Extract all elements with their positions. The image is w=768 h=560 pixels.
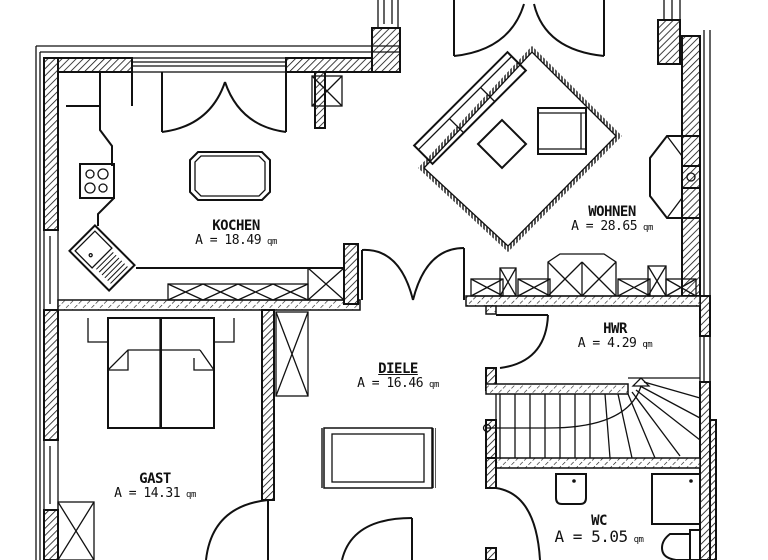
wall-wc-top — [485, 457, 701, 469]
room-name: WOHNEN — [588, 204, 636, 220]
wc-fixtures — [555, 473, 701, 560]
wall-right-lower — [699, 381, 711, 560]
kitchen-furniture — [66, 72, 345, 301]
cooktop-icon — [79, 163, 115, 199]
kitchen-cabinets — [167, 267, 345, 301]
wall-gast-right — [261, 309, 275, 501]
exterior-walls — [35, 0, 717, 560]
window-kitchen-top — [131, 57, 287, 73]
door-gast — [205, 499, 269, 560]
coffee-table-icon — [476, 118, 528, 170]
living-sideboard — [470, 253, 697, 297]
door-kitchen-terrace — [161, 72, 287, 133]
room-name: GAST — [139, 471, 171, 487]
wall-wc-left — [485, 457, 497, 489]
fireplace-icon — [649, 135, 701, 219]
doors — [161, 0, 605, 560]
door-wc — [495, 487, 541, 560]
room-name: KOCHEN — [212, 218, 260, 234]
wall-kitchen-door-jamb — [343, 243, 359, 305]
wall-right-top-corner — [657, 19, 681, 65]
toilet-icon — [660, 529, 701, 560]
hall-furniture — [320, 427, 436, 489]
staircase-icon — [482, 377, 701, 459]
wall-top-mid — [285, 57, 373, 73]
room-name: HWR — [603, 321, 627, 337]
wall-top-corner — [371, 27, 401, 73]
sink-icon — [68, 224, 136, 292]
shower-icon — [651, 473, 701, 525]
living-room-furniture — [412, 46, 701, 297]
armchair-icon — [537, 107, 587, 155]
guest-room-furniture — [57, 311, 309, 560]
wall-kitchen-bottom — [57, 299, 361, 311]
door-hwr — [496, 314, 549, 369]
wall-left-lower — [43, 509, 59, 560]
washbasin-icon — [555, 473, 587, 505]
room-name: WC — [591, 513, 607, 529]
door-wohnen-terrace — [453, 0, 605, 57]
wall-wohnen-bottom — [465, 295, 701, 307]
wall-left-upper — [43, 57, 59, 231]
interior-walls — [57, 71, 701, 560]
double-bed-icon — [87, 317, 235, 429]
window-gast-left — [43, 439, 59, 511]
door-entrance — [341, 517, 413, 560]
window-kitchen-left — [43, 229, 59, 311]
kitchen-table-icon — [189, 151, 271, 201]
kitchen-counter-upper — [66, 72, 101, 107]
room-name: DIELE — [378, 361, 418, 377]
wardrobe-icon — [275, 311, 309, 397]
window-hwr — [699, 335, 711, 383]
kitchen-tall-cabinet — [311, 75, 343, 107]
sofa-icon — [412, 50, 528, 166]
wall-hwr-bottom — [485, 383, 629, 395]
door-diele-wohnen — [361, 247, 465, 301]
wall-left-mid — [43, 309, 59, 441]
